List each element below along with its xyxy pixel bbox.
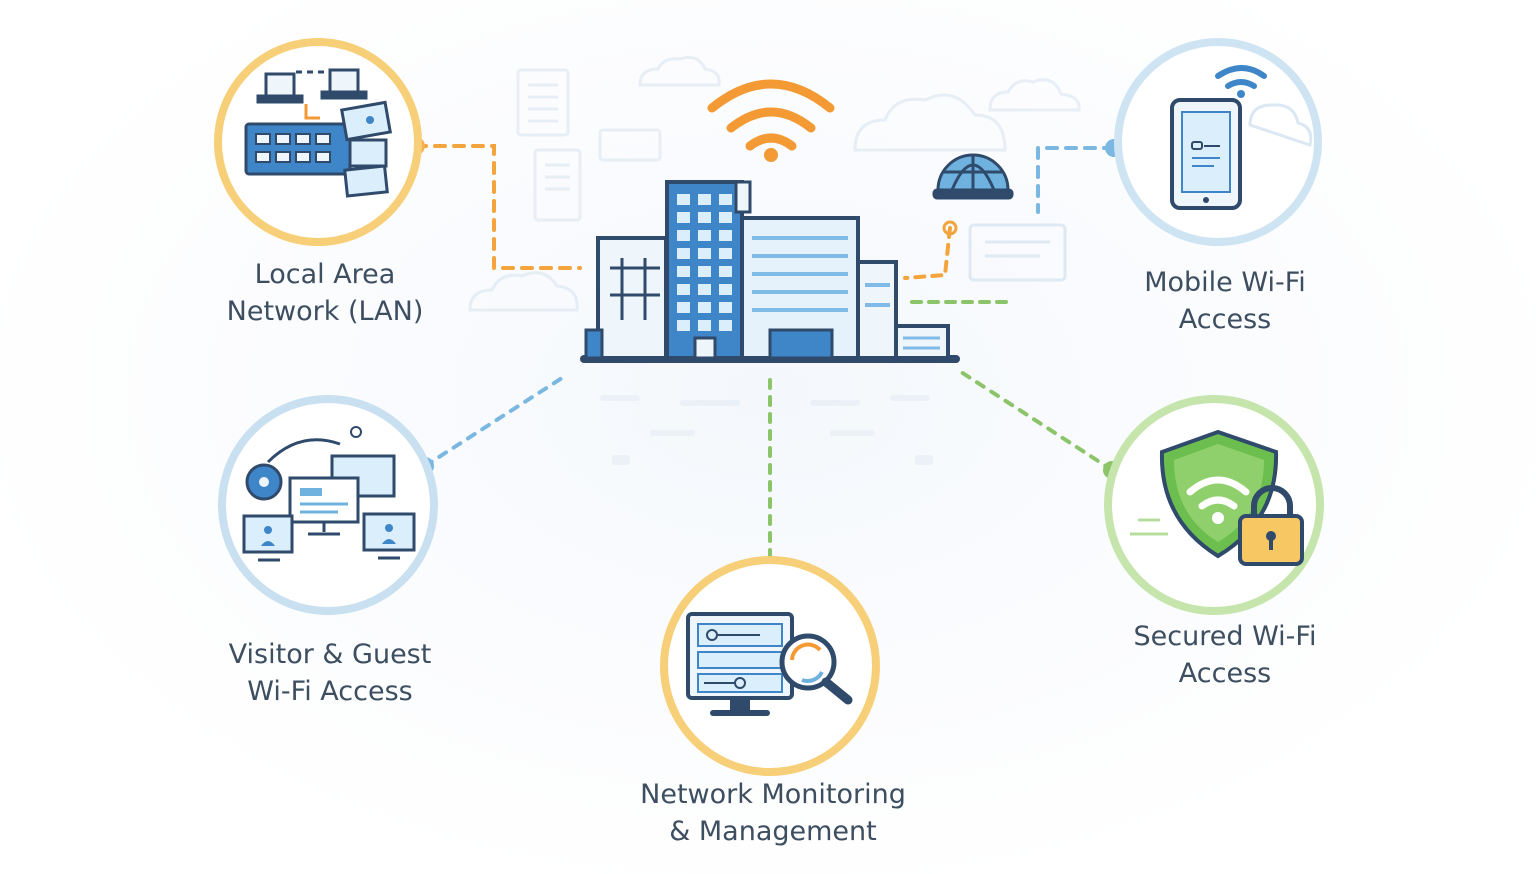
connector-lan: [414, 144, 582, 270]
connector-center-orange: [903, 226, 952, 280]
wifi-icon: [707, 79, 835, 162]
tower-window: [719, 266, 732, 277]
laptop-icon: [256, 68, 368, 104]
connector-secured: [956, 368, 1114, 472]
magnifier-icon: [779, 633, 853, 705]
tower-window: [698, 266, 711, 277]
label-mobile: Mobile Wi-Fi Access: [1045, 264, 1405, 338]
node-visitor: [218, 395, 438, 615]
connector-visitor: [423, 376, 564, 468]
tower-window: [719, 302, 732, 313]
tablet-icon: [1170, 98, 1242, 210]
label-monitoring-line2: & Management: [669, 816, 877, 847]
label-visitor: Visitor & Guest Wi-Fi Access: [150, 636, 510, 710]
tower-window: [698, 212, 711, 223]
node-secured: [1104, 395, 1324, 615]
glass-lines: [752, 236, 848, 312]
tower-window: [719, 194, 732, 205]
tower-window: [698, 320, 711, 331]
tower-window: [677, 248, 690, 259]
fan-icon: [245, 463, 283, 501]
server-rack-icon: [244, 122, 352, 176]
label-secured-line2: Access: [1178, 658, 1272, 689]
monitor-icon: [242, 454, 416, 562]
tower-window: [677, 266, 690, 277]
label-lan-line1: Local Area: [254, 259, 396, 290]
tower-window: [719, 284, 732, 295]
lock-icon: [1238, 485, 1304, 566]
monitor-icon: [686, 612, 794, 716]
label-secured: Secured Wi-Fi Access: [1045, 618, 1405, 692]
label-monitoring: Network Monitoring & Management: [593, 776, 953, 850]
wifi-icon: [1215, 65, 1267, 98]
tower-window: [698, 230, 711, 241]
tower-window: [677, 284, 690, 295]
tower-window: [677, 194, 690, 205]
node-lan: [214, 38, 422, 246]
document-decor: [516, 68, 1067, 282]
street-decor: [600, 395, 933, 465]
tower-windows: [677, 194, 732, 331]
node-mobile: [1114, 38, 1322, 246]
tower-window: [677, 320, 690, 331]
label-visitor-line1: Visitor & Guest: [228, 639, 432, 670]
label-mobile-line2: Access: [1178, 304, 1272, 335]
label-visitor-line2: Wi-Fi Access: [247, 676, 413, 707]
tower-window: [698, 194, 711, 205]
tower-window: [698, 284, 711, 295]
tower-window: [677, 230, 690, 241]
central-building: [580, 180, 960, 363]
cloud-icon: [468, 55, 1081, 312]
tower-window: [719, 212, 732, 223]
background-decor: [468, 55, 1081, 465]
label-monitoring-line1: Network Monitoring: [640, 779, 906, 810]
tower-window: [698, 248, 711, 259]
node-monitoring: [660, 556, 880, 776]
connectors: [414, 144, 1116, 572]
tower-window: [719, 230, 732, 241]
globe-icon: [932, 153, 1014, 200]
tower-window: [719, 248, 732, 259]
tower-window: [677, 302, 690, 313]
connector-mobile: [1036, 146, 1116, 214]
label-secured-line1: Secured Wi-Fi: [1133, 621, 1317, 652]
tower-window: [698, 302, 711, 313]
label-lan: Local Area Network (LAN): [145, 256, 505, 330]
label-lan-line2: Network (LAN): [226, 296, 424, 327]
tower-window: [719, 320, 732, 331]
tower-window: [677, 212, 690, 223]
label-mobile-line1: Mobile Wi-Fi: [1144, 267, 1306, 298]
